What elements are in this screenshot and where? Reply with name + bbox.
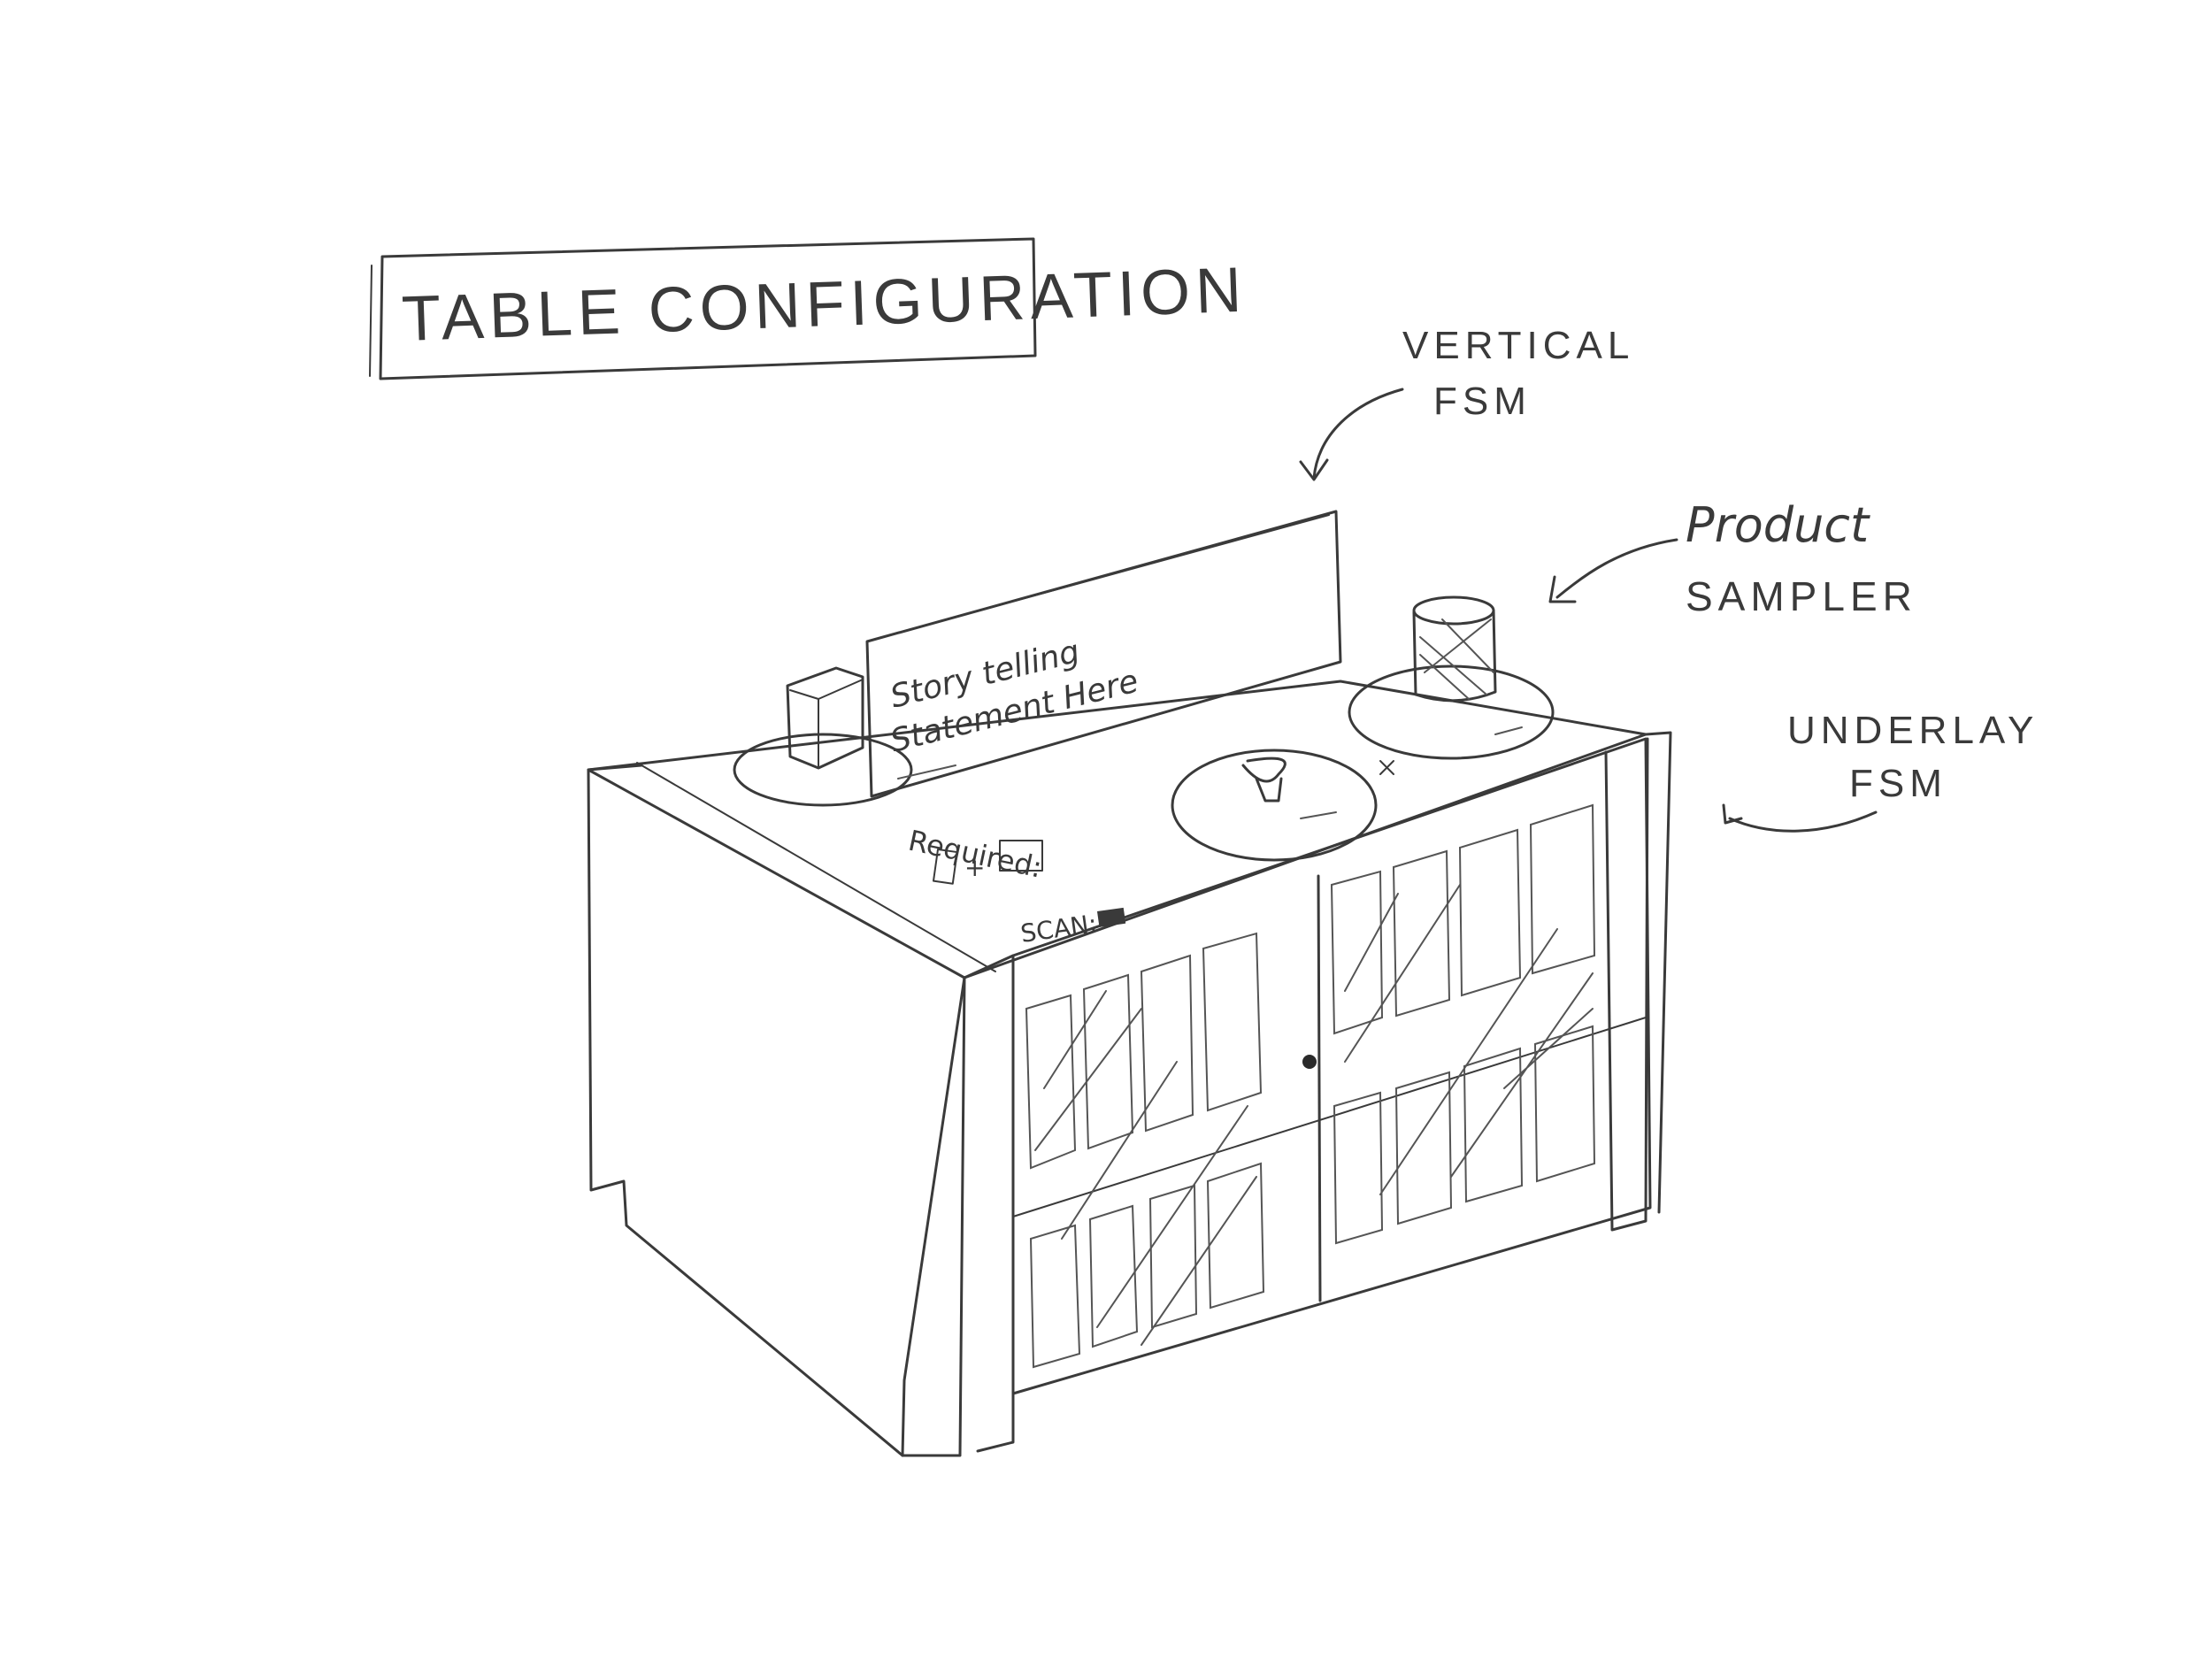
door-knob <box>1302 1055 1317 1069</box>
product-sampler-arrow <box>1555 538 1678 599</box>
right-door-shelving <box>1330 803 1596 1245</box>
left-product-cube <box>733 666 913 807</box>
title-text: TABLE CONFIGURATION <box>401 255 1248 355</box>
door-split <box>1317 874 1322 1302</box>
svg-text:+: + <box>964 853 985 882</box>
product-sampler-annotation: Product SAMPLER <box>1548 497 1917 619</box>
front-face <box>1011 737 1652 1395</box>
center-product-glass <box>1171 749 1378 862</box>
vertical-fsm-arrow <box>1312 388 1404 480</box>
vertical-fsm-label-2: FSM <box>1433 380 1532 423</box>
product-sampler-cylinder <box>1348 595 1555 775</box>
product-sampler-label-2: SAMPLER <box>1686 573 1917 619</box>
required-devices-icon: + <box>932 840 1043 885</box>
front-leg <box>901 976 966 1457</box>
display-table: Story telling Statement Here Required: +… <box>587 510 1672 1457</box>
underlay-fsm-label-2: FSM <box>1849 762 1947 805</box>
underlay-fsm-label-1: UNDERLAY <box>1787 709 2039 752</box>
vertical-fsm-label-1: VERTICAL <box>1402 324 1634 367</box>
underlay-fsm-annotation: UNDERLAY FSM <box>1722 709 2039 833</box>
vertical-fsm-annotation: VERTICAL FSM <box>1299 324 1634 481</box>
vertical-fsm-panel: Story telling Statement Here <box>865 510 1342 798</box>
title-box: TABLE CONFIGURATION <box>369 237 1248 380</box>
left-end-panel <box>587 768 966 1457</box>
right-leg <box>1604 737 1649 1232</box>
product-sampler-label-1: Product <box>1686 497 1870 553</box>
left-door-shelving <box>1025 932 1265 1369</box>
scan-label: SCAN: <box>1018 909 1099 949</box>
underlay-fsm-arrow <box>1728 810 1878 833</box>
scan-code-icon <box>1096 907 1126 927</box>
